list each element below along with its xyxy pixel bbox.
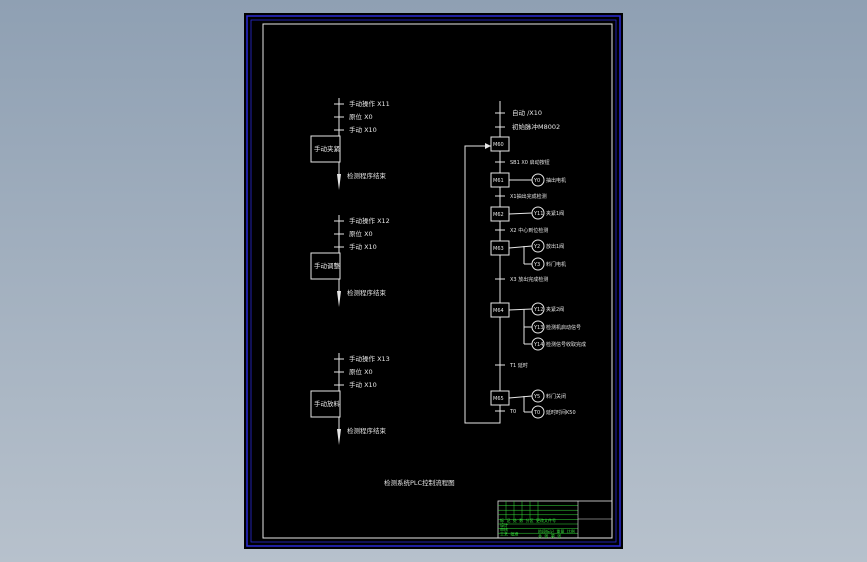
left-chain-2-arrow bbox=[337, 429, 341, 445]
outer-frame bbox=[246, 15, 621, 547]
right-step-4-action-0-text: 夹紧2阀 bbox=[546, 306, 564, 313]
right-step-4-action-2-circle bbox=[531, 337, 545, 351]
right-step-1-label: M61 bbox=[493, 178, 504, 184]
left-chain-1-step-label: 手动调整 bbox=[314, 261, 341, 270]
right-step-3-label: M63 bbox=[493, 246, 504, 252]
left-chain-1-step-box bbox=[310, 252, 341, 280]
left-chain-2-output: 检测程序结束 bbox=[347, 426, 387, 435]
right-step-4-action-2-tag: Y14 bbox=[533, 342, 543, 348]
right-step-3-action-0-text: 放出1阀 bbox=[546, 243, 564, 250]
right-chain-top-label-1: 初始脉冲M8002 bbox=[512, 122, 560, 131]
right-step-0-label: M60 bbox=[493, 142, 504, 148]
left-chain-0-condition-2: 手动 X10 bbox=[349, 125, 377, 134]
right-step-4-action-1-circle bbox=[531, 320, 545, 334]
title-block-row-2: 审核 bbox=[500, 526, 508, 532]
right-step-5-transition-label: T0 bbox=[509, 409, 516, 415]
drawing-border bbox=[262, 23, 613, 539]
right-step-0-transition-label: SB1 X0 启动按钮 bbox=[510, 159, 550, 166]
right-step-5-action-0-tag: Y5 bbox=[533, 394, 540, 400]
right-step-5-action-link bbox=[508, 395, 533, 399]
title-block-row-0: 标 记 处 数 分区 更改文件号 bbox=[500, 517, 556, 523]
left-chain-2-condition-2: 手动 X10 bbox=[349, 380, 377, 389]
right-step-1-action-0-text: 抽出电机 bbox=[546, 177, 566, 184]
right-chain-top-label-0: 自动 /X10 bbox=[512, 108, 542, 117]
outer-frame-inner bbox=[250, 19, 617, 543]
left-chain-2-condition-0: 手动操作 X13 bbox=[349, 354, 390, 363]
left-chain-2-condition-1: 原位 X0 bbox=[349, 367, 373, 376]
right-step-4-action-2-text: 检测信号收取完成 bbox=[546, 341, 586, 348]
right-step-5-action-1-tag: T0 bbox=[533, 410, 540, 416]
left-chain-1-output: 检测程序结束 bbox=[347, 288, 387, 297]
right-step-4-action-1-text: 检测机启动信号 bbox=[546, 324, 581, 331]
right-step-5-label: M65 bbox=[493, 396, 504, 402]
right-step-4-transition-label: T1 延时 bbox=[509, 362, 528, 369]
right-step-1-transition-label: X1抽出完成检测 bbox=[510, 193, 547, 200]
left-chain-1-condition-1: 原位 X0 bbox=[349, 229, 373, 238]
right-chain-loop-back bbox=[464, 145, 501, 424]
title-block-row-3: 工艺 批准 bbox=[500, 531, 518, 537]
left-chain-2-step-label: 手动放料 bbox=[314, 399, 341, 408]
title-block-grid bbox=[498, 501, 578, 534]
right-step-3-action-0-tag: Y2 bbox=[533, 244, 540, 250]
right-step-2-action-0-text: 夹紧1阀 bbox=[546, 210, 564, 217]
right-step-4-action-link bbox=[508, 308, 533, 311]
left-chain-1-arrow bbox=[337, 291, 341, 307]
right-step-5-action-0-text: 料门关闭 bbox=[546, 393, 566, 400]
right-step-3-action-1-text: 料门电机 bbox=[546, 261, 566, 268]
right-step-3-action-link bbox=[508, 245, 533, 249]
title-block-row-1: 设计 bbox=[500, 522, 508, 528]
left-chain-0-condition-1: 原位 X0 bbox=[349, 112, 373, 121]
right-step-3-action-1-circle bbox=[531, 257, 545, 271]
right-step-3-action-0-circle bbox=[531, 239, 545, 253]
right-step-4-action-0-circle bbox=[531, 302, 545, 316]
right-step-2-label: M62 bbox=[493, 212, 504, 218]
left-chain-0-step-box bbox=[310, 135, 341, 163]
right-step-4-action-1-tag: Y13 bbox=[533, 325, 543, 331]
right-step-5-action-1-text: 延时时间K50 bbox=[546, 409, 576, 416]
title-block-right-1: 共 张 第 张 bbox=[538, 533, 561, 539]
left-chain-1-condition-0: 手动操作 X12 bbox=[349, 216, 390, 225]
left-chain-0-condition-0: 手动操作 X11 bbox=[349, 99, 390, 108]
right-step-2-action-0-tag: Y11 bbox=[533, 211, 543, 217]
right-step-0-box bbox=[490, 136, 510, 152]
right-step-2-action-link bbox=[508, 212, 533, 215]
drawing-sheet: 手动操作 X11 原位 X0 手动 X10 手动夹紧检测程序结束手动操作 X12 原位 … bbox=[244, 13, 623, 549]
diagram-caption: 检测系统PLC控制流程图 bbox=[384, 478, 455, 487]
right-chain-loop-arrow bbox=[485, 143, 491, 149]
right-step-2-transition-label: X2 中心到位检测 bbox=[510, 227, 548, 234]
right-step-3-transition-label: X3 放出完成检测 bbox=[510, 276, 548, 283]
right-step-5-action-1-circle bbox=[531, 405, 545, 419]
left-chain-2-step-box bbox=[310, 390, 341, 418]
right-step-3-action-1-tag: Y3 bbox=[533, 262, 540, 268]
left-chain-0-arrow bbox=[337, 174, 341, 190]
left-chain-1-condition-2: 手动 X10 bbox=[349, 242, 377, 251]
right-step-1-action-0-tag: Y0 bbox=[533, 178, 540, 184]
right-step-5-action-0-circle bbox=[531, 389, 545, 403]
right-step-2-action-0-circle bbox=[531, 206, 545, 220]
right-step-4-action-0-tag: Y12 bbox=[533, 307, 543, 313]
right-step-1-action-0-circle bbox=[531, 173, 545, 187]
right-step-4-label: M64 bbox=[493, 308, 504, 314]
left-chain-0-output: 检测程序结束 bbox=[347, 171, 387, 180]
title-block-right-0: 阶段标记 重量 比例 bbox=[538, 528, 575, 534]
left-chain-0-step-label: 手动夹紧 bbox=[314, 144, 341, 153]
